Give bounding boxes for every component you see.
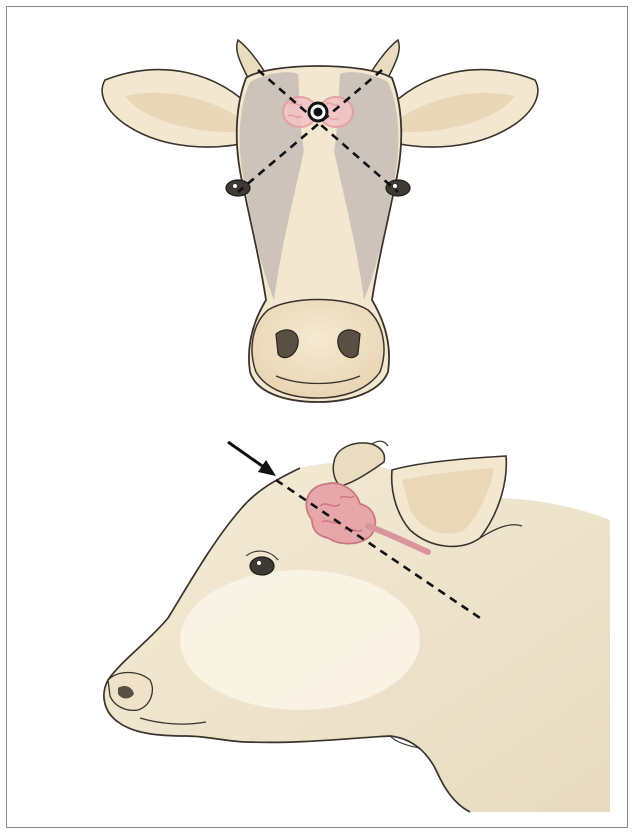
front-left-ear <box>102 70 258 147</box>
cow-front-view <box>102 40 538 402</box>
front-right-eye <box>386 180 410 196</box>
cow-side-view <box>104 441 610 812</box>
side-cheek-highlight <box>180 570 420 710</box>
front-target-point <box>309 103 327 121</box>
side-arrow <box>228 442 276 476</box>
front-right-ear <box>382 70 538 147</box>
front-left-eye <box>226 180 250 196</box>
